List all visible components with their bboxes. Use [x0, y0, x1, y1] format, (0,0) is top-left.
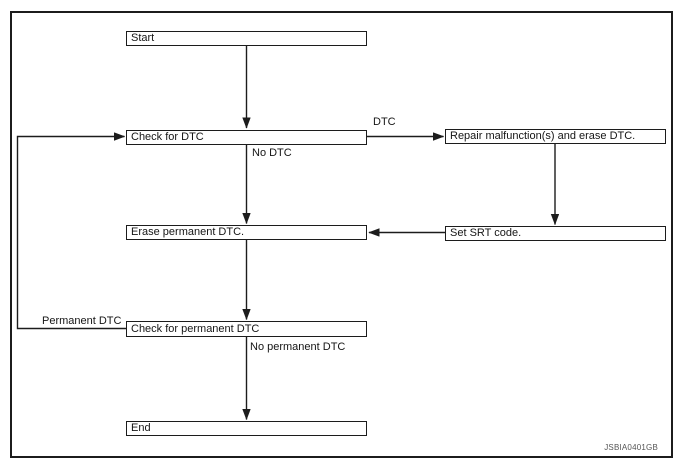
flow-node-check-dtc: Check for DTC: [126, 130, 367, 145]
flow-node-repair-malfunctions: Repair malfunction(s) and erase DTC.: [445, 129, 666, 144]
figure-border-frame: [10, 11, 673, 458]
flow-node-erase-permanent-dtc-label: Erase permanent DTC.: [131, 226, 245, 238]
flow-node-check-dtc-label: Check for DTC: [131, 131, 204, 143]
flow-node-start: Start: [126, 31, 367, 46]
flow-node-set-srt-code: Set SRT code.: [445, 226, 666, 241]
edge-label-no-permanent-dtc: No permanent DTC: [250, 341, 346, 353]
flow-node-set-srt-code-label: Set SRT code.: [450, 227, 522, 239]
figure-code-watermark: JSBIA0401GB: [604, 443, 658, 452]
flow-node-erase-permanent-dtc: Erase permanent DTC.: [126, 225, 367, 240]
flow-node-check-permanent-dtc-label: Check for permanent DTC: [131, 322, 260, 335]
flow-node-repair-malfunctions-label: Repair malfunction(s) and erase DTC.: [450, 130, 636, 142]
edge-label-permanent-dtc: Permanent DTC: [42, 315, 122, 327]
flow-node-end-label: End: [131, 422, 151, 434]
flow-node-check-permanent-dtc: Check for permanent DTC: [126, 321, 367, 337]
flow-node-start-label: Start: [131, 32, 155, 44]
edge-label-dtc: DTC: [373, 116, 396, 128]
edge-label-no-dtc: No DTC: [252, 147, 292, 159]
flow-node-end: End: [126, 421, 367, 436]
